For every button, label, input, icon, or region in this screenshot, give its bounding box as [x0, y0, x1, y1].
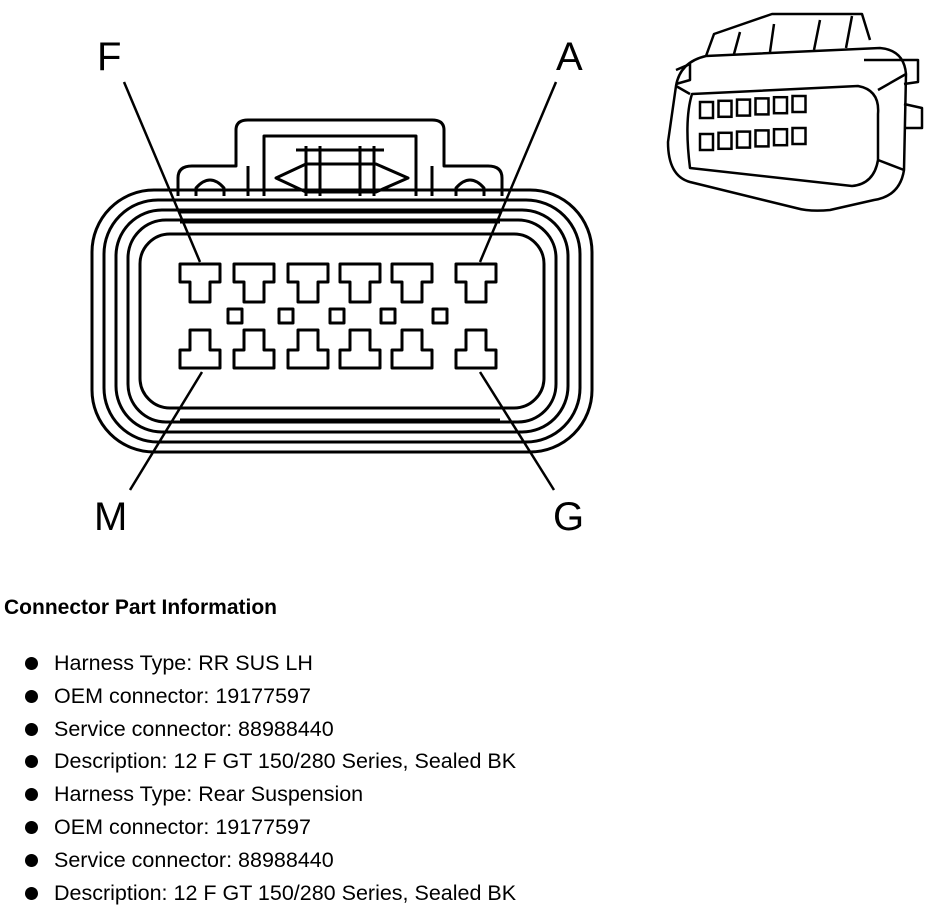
leader-line-a [478, 81, 558, 263]
mini-pin-cavity [791, 126, 807, 146]
pin-cavity-top [338, 262, 382, 304]
bullet-icon [25, 788, 38, 802]
part-info-text: Service connector: 88988440 [54, 847, 334, 872]
outline-2 [102, 198, 582, 444]
bullet-icon [25, 755, 38, 769]
pin-cavity-top [390, 262, 434, 304]
pin-cavity-top [232, 262, 276, 304]
mini-pin-cavity [717, 131, 733, 151]
pin-cavity-bottom [338, 328, 382, 370]
pin-cavity-bottom [390, 328, 434, 370]
leader-lines [122, 81, 558, 491]
pin-cavity-top [286, 262, 330, 304]
part-info-item: OEM connector: 19177597 [4, 811, 934, 844]
pin-label-f: F [97, 35, 121, 79]
latch-housing [176, 118, 504, 196]
part-info-item: Service connector: 88988440 [4, 713, 934, 746]
section-heading: Connector Part Information [4, 596, 278, 619]
outline-1 [90, 188, 594, 454]
mini-pin-cavity [772, 127, 789, 147]
bullet-icon [25, 722, 38, 736]
part-info-item: Harness Type: RR SUS LH [4, 647, 934, 680]
mini-pin-cavity [754, 97, 770, 116]
mini-pin-cavity [698, 132, 715, 152]
bullet-icon [25, 886, 38, 900]
part-info-text: Harness Type: Rear Suspension [54, 782, 364, 807]
bullet-icon [25, 853, 38, 867]
pin-cavity-bottom [286, 328, 330, 370]
mini-pin-cavity [791, 94, 807, 114]
pin-cavities [178, 262, 498, 370]
pin-label-m: M [94, 495, 127, 539]
pin-cavity-bottom [178, 328, 222, 370]
leader-line-g [478, 371, 556, 491]
pin-cavity-top [454, 262, 498, 304]
leader-line-m [128, 371, 204, 491]
part-info-text: OEM connector: 19177597 [54, 683, 311, 708]
part-info-item: OEM connector: 19177597 [4, 680, 934, 713]
alignment-hole [379, 307, 397, 325]
part-info-item: Harness Type: Rear Suspension [4, 778, 934, 811]
part-info-text: Service connector: 88988440 [54, 716, 334, 741]
pin-label-g: G [553, 495, 584, 539]
part-info-item: Service connector: 88988440 [4, 844, 934, 877]
outline-3 [114, 208, 570, 434]
mini-pin-cavity [735, 130, 752, 149]
latch-arrow [274, 162, 410, 194]
mini-pin-cavity [754, 129, 770, 148]
mini-pin-cavity [735, 98, 752, 117]
part-info-item: Description: 12 F GT 150/280 Series, Sea… [4, 877, 934, 910]
bullet-icon [25, 820, 38, 834]
part-info-text: Description: 12 F GT 150/280 Series, Sea… [54, 749, 517, 774]
part-info-text: Description: 12 F GT 150/280 Series, Sea… [54, 880, 517, 905]
bullet-icon [25, 689, 38, 703]
outline-4 [126, 218, 558, 424]
part-info-list: Harness Type: RR SUS LH OEM connector: 19… [4, 647, 934, 909]
connector-face [90, 118, 594, 454]
pin-cavity-top [178, 262, 222, 304]
mini-pin-cavity [717, 99, 733, 119]
part-info-text: OEM connector: 19177597 [54, 814, 311, 839]
pin-label-a: A [556, 35, 583, 79]
part-info-text: Harness Type: RR SUS LH [54, 651, 313, 675]
alignment-hole [431, 307, 449, 325]
connector-diagram: F A M G [90, 12, 924, 539]
mini-pin-cavity [772, 95, 789, 115]
connector-part-information: Connector Part Information Harness Type:… [4, 593, 934, 909]
alignment-hole [328, 307, 346, 325]
pin-cavity-bottom [454, 328, 498, 370]
part-info-item: Description: 12 F GT 150/280 Series, Sea… [4, 745, 934, 778]
connector-perspective-view [666, 12, 924, 212]
perspective-cavities [698, 94, 807, 152]
bullet-icon [25, 657, 38, 670]
alignment-hole [277, 307, 295, 325]
outline-5 [138, 232, 546, 410]
pin-cavity-bottom [232, 328, 276, 370]
mini-pin-cavity [698, 100, 715, 120]
alignment-hole [226, 307, 244, 325]
leader-line-f [122, 81, 202, 263]
